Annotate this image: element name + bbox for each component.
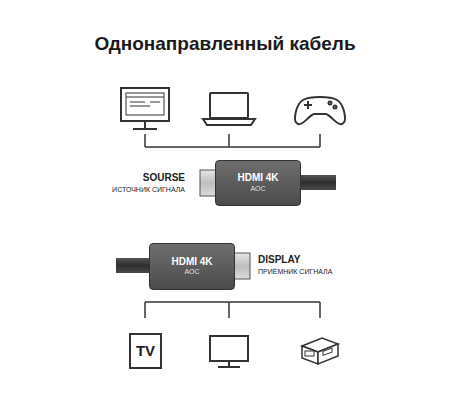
role-caption: ПРИЁМНИК СИГНАЛА [258,268,332,275]
connector-sublabel: AOC [250,185,265,194]
computer-icon [121,88,169,129]
hdmi-connector-body: HDMI 4KAOC [215,160,301,206]
monitor-icon [210,336,248,367]
adapter-icon [302,338,338,364]
hdmi-connector-body: HDMI 4KAOC [149,243,235,290]
connector-label: TV [136,342,155,361]
diagram-title: Однонаправленный кабель [0,33,450,55]
role-label: SOURSE [143,172,185,183]
source-bracket [145,134,320,147]
laptop-icon [203,93,255,125]
role-label: DISPLAY [258,254,300,265]
display-bracket [145,302,320,318]
gamepad-icon [295,97,345,124]
hdmi-plug [233,253,250,279]
role-caption: ИСТОЧНИК СИГНАЛА [112,186,185,193]
tv-icon-box: TV [129,333,162,369]
connector-sublabel: AOC [184,268,199,277]
connector-label: HDMI 4K [237,172,278,185]
connector-label: HDMI 4K [171,256,212,269]
